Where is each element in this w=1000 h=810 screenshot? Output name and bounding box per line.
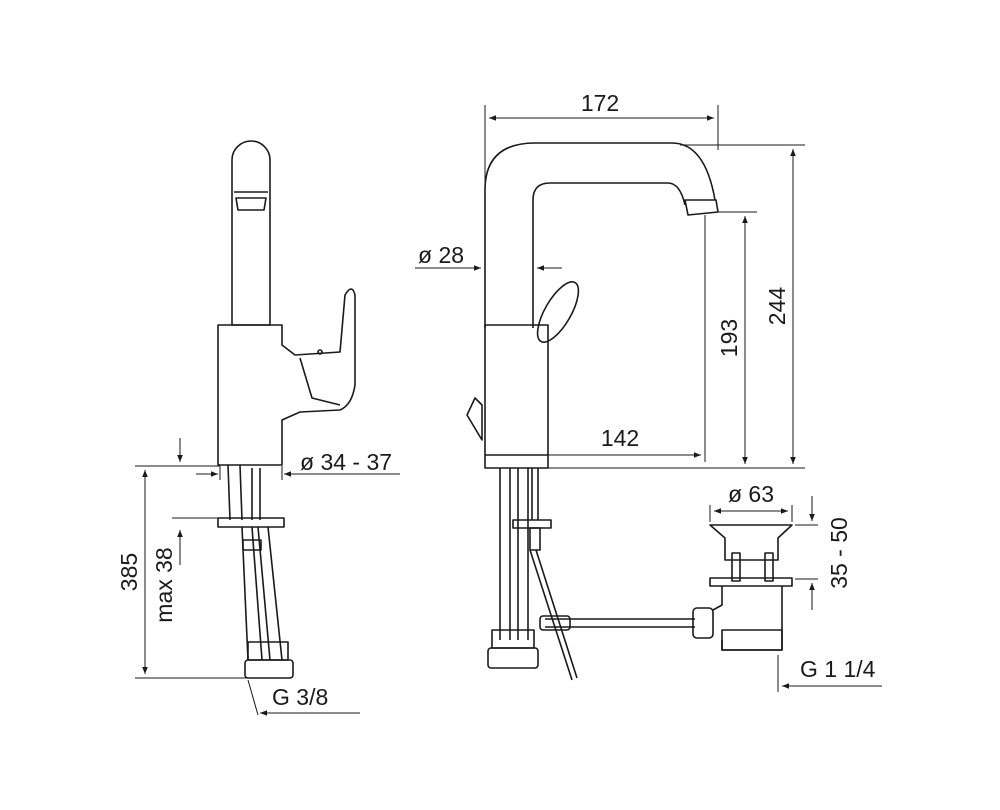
faucet-front-view <box>466 142 793 681</box>
dim-width-172: 172 <box>581 90 619 116</box>
dim-total-height-385: 385 <box>116 553 142 591</box>
dim-outlet-height-193: 193 <box>716 319 742 357</box>
dim-drain-lift-35-50: 35 - 50 <box>826 517 852 589</box>
side-view-dimensions: 385 max 38 ø 34 - 37 G 3/8 <box>116 438 400 716</box>
dim-drain-connection-g114: G 1 1/4 <box>800 656 876 682</box>
dim-drain-diameter-63: ø 63 <box>728 481 774 507</box>
dim-max-38: max 38 <box>151 547 177 622</box>
dim-height-244: 244 <box>764 287 790 326</box>
dim-reach-142: 142 <box>601 425 639 451</box>
dim-connection-g38: G 3/8 <box>272 684 328 710</box>
dim-spout-diameter-28: ø 28 <box>418 242 464 268</box>
faucet-side-view <box>217 140 356 679</box>
dim-spout-diameter-34-37: ø 34 - 37 <box>300 449 392 475</box>
front-view-dimensions: 172 244 193 142 ø 28 ø 63 35 - 50 G 1 1/… <box>415 90 882 692</box>
